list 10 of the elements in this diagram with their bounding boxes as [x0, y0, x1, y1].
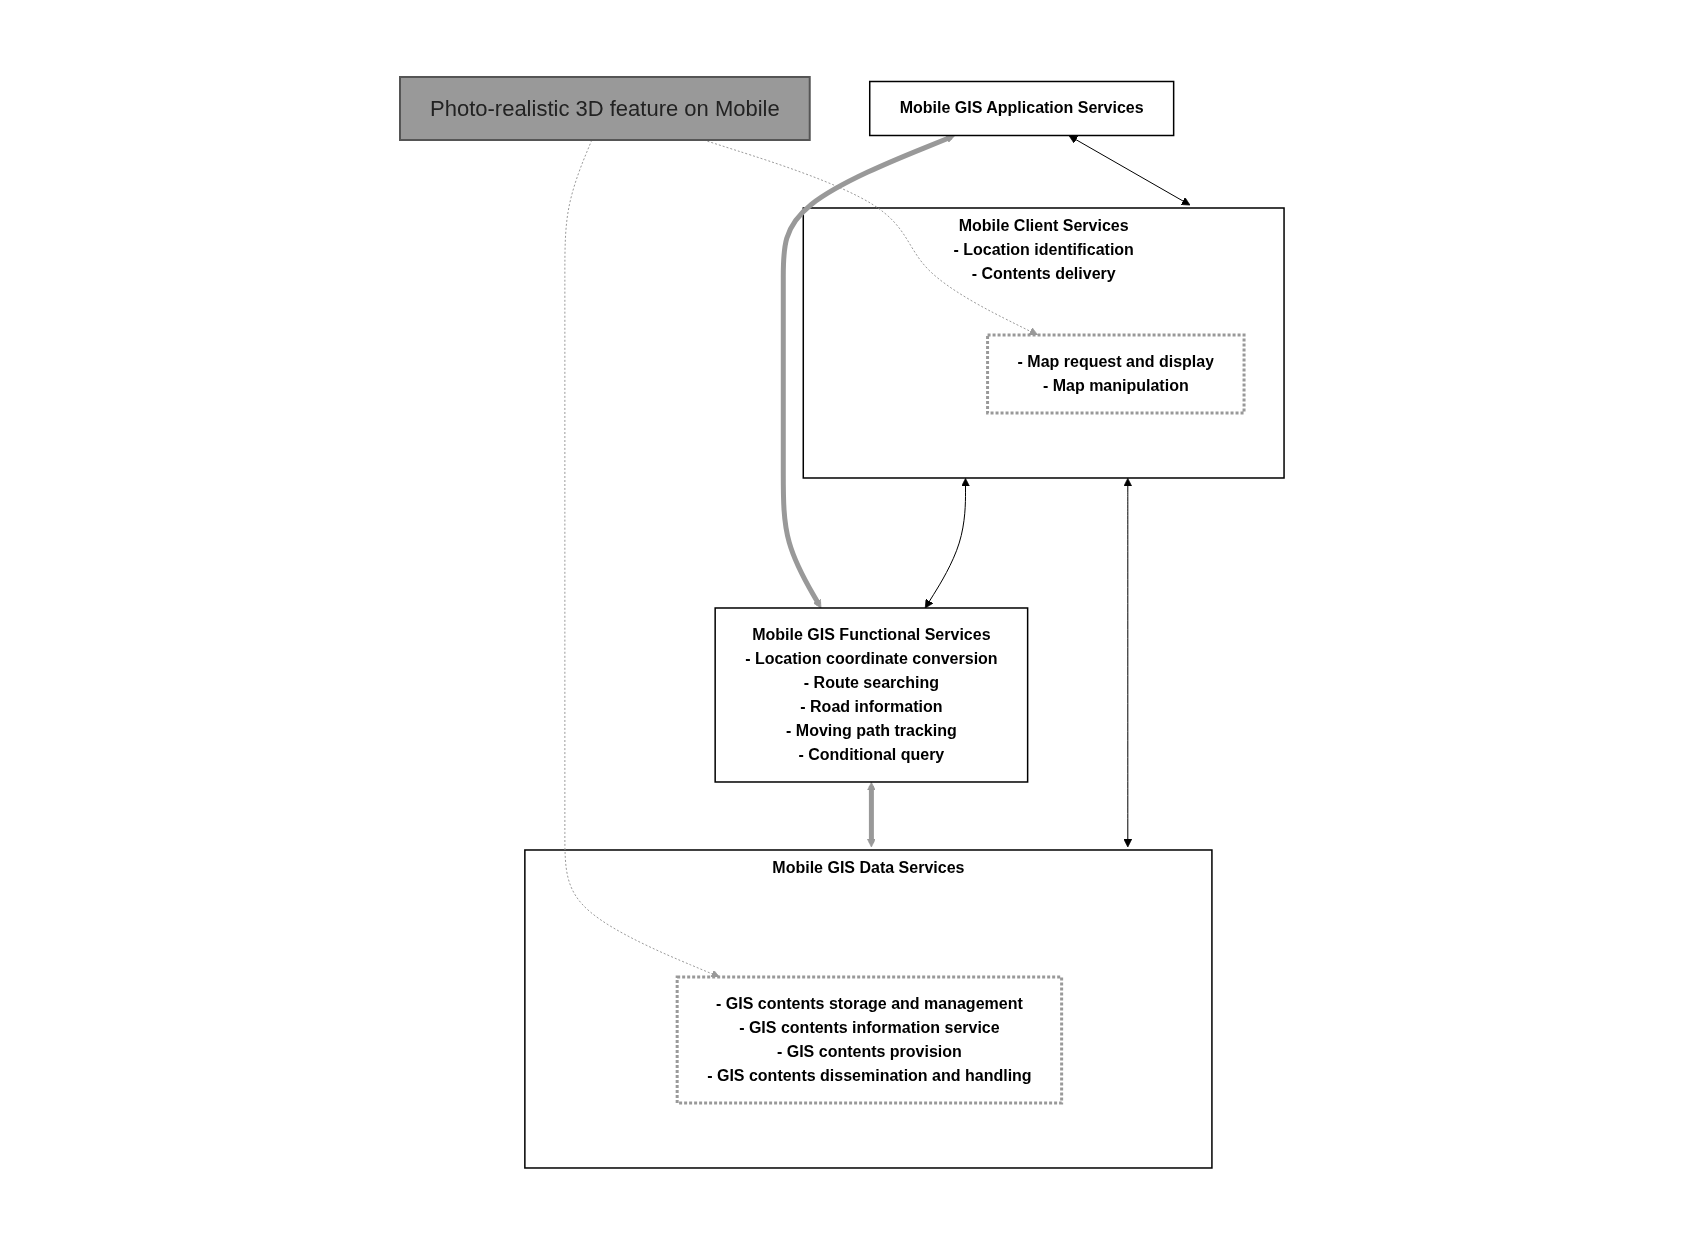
- arrow: [925, 477, 971, 608]
- node-box: Mobile GIS Functional Services - Location coordinate conversion - Route searching - Road information - Moving path tracking - Conditional query: [714, 606, 1029, 783]
- arrow: [1069, 134, 1191, 205]
- node-box: - Map request and display - Map manipulation: [986, 333, 1246, 414]
- arrow: [867, 781, 877, 847]
- arrow: [1123, 477, 1133, 847]
- arrow: [781, 134, 956, 608]
- node-box: Photo-realistic 3D feature on Mobile: [399, 75, 812, 141]
- node-box: - GIS contents storage and management - GIS contents information service - GIS contents provision - GIS contents dissemination and handling: [676, 975, 1064, 1104]
- node-box: Mobile GIS Application Services: [869, 80, 1175, 136]
